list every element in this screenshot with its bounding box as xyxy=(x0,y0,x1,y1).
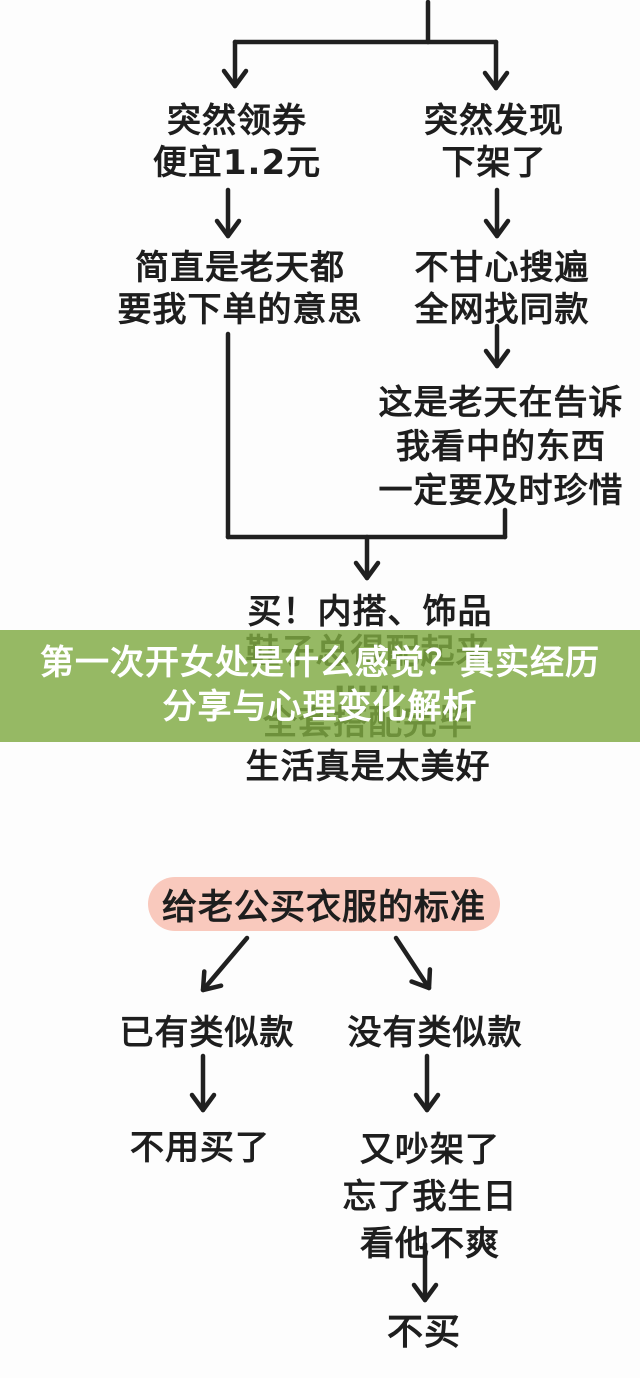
node-removed: 突然发现 下架了 xyxy=(424,100,564,184)
node-cherish: 这是老天在告诉 我看中的东西 一定要及时珍惜 xyxy=(379,381,624,513)
node-removed-line2: 下架了 xyxy=(441,143,547,183)
node-buy-items: 买！内搭、饰品 xyxy=(247,592,493,632)
node-cherish-line3: 一定要及时珍惜 xyxy=(378,471,624,511)
node-life-beautiful: 生活真是太美好 xyxy=(245,747,491,787)
overlay-banner-line2: 分享与心理变化解析 xyxy=(162,687,478,727)
node-heaven-order-line2: 要我下单的意思 xyxy=(117,290,363,330)
node-heaven-order: 简直是老天都 要我下单的意思 xyxy=(118,247,363,331)
node-search-web: 不甘心搜遍 全网找同款 xyxy=(415,247,590,331)
bottom-chart-title: 给老公买衣服的标准 xyxy=(161,887,486,928)
node-grudges-line3: 看他不爽 xyxy=(360,1224,500,1264)
node-coupon-line1: 突然领券 xyxy=(166,101,307,141)
node-heaven-order-line1: 简直是老天都 xyxy=(135,248,345,288)
node-no-need-buy: 不用买了 xyxy=(130,1128,270,1168)
node-no-similar: 没有类似款 xyxy=(347,1013,523,1053)
node-coupon: 突然领券 便宜1.2元 xyxy=(153,100,321,184)
bottom-chart-title-pill: 给老公买衣服的标准 xyxy=(148,877,500,931)
node-cherish-line2: 我看中的东西 xyxy=(396,427,606,467)
overlay-banner: 第一次开女处是什么感觉？真实经历 分享与心理变化解析 xyxy=(0,630,640,742)
arrow-diagonal-left xyxy=(200,935,250,993)
node-removed-line1: 突然发现 xyxy=(424,101,564,141)
node-grudges: 又吵架了 忘了我生日 看他不爽 xyxy=(343,1127,518,1268)
node-have-similar: 已有类似款 xyxy=(119,1013,295,1053)
overlay-banner-line1: 第一次开女处是什么感觉？真实经历 xyxy=(40,643,600,683)
node-grudges-line1: 又吵架了 xyxy=(360,1130,500,1170)
node-search-web-line1: 不甘心搜遍 xyxy=(414,248,590,288)
node-dont-buy: 不买 xyxy=(386,1312,462,1353)
node-search-web-line2: 全网找同款 xyxy=(414,290,590,330)
node-grudges-line2: 忘了我生日 xyxy=(342,1177,518,1217)
node-cherish-line1: 这是老天在告诉 xyxy=(378,383,624,423)
node-coupon-line2: 便宜1.2元 xyxy=(152,143,322,183)
arrow-diagonal-right xyxy=(393,935,433,991)
